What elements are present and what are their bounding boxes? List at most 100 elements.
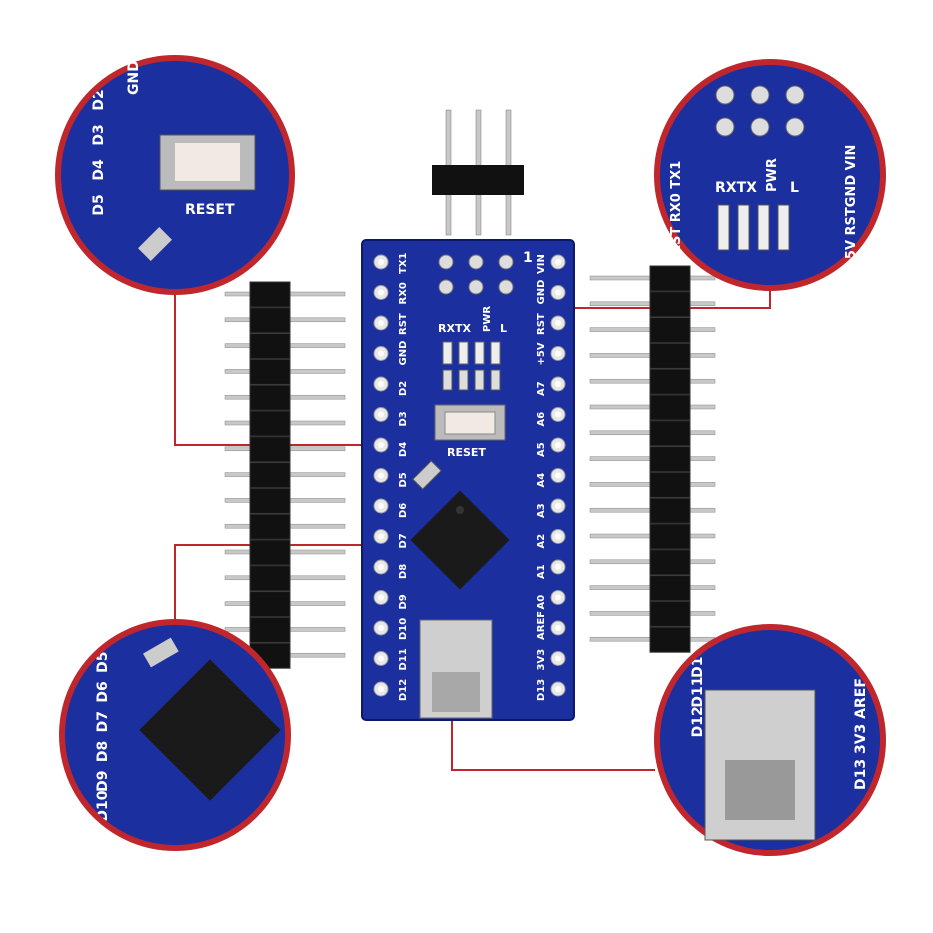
icsp-pad [715,85,735,105]
resistor [458,369,469,391]
detail-label: D11 [690,676,706,707]
header-block [649,291,691,318]
header-block [249,307,291,334]
header-block [649,317,691,344]
header-block [649,549,691,576]
header-block [649,626,691,653]
right-pin-label: A3 [536,503,547,518]
header-block [249,616,291,643]
detail-label: D7 [95,711,111,732]
crystal [412,460,442,490]
header-block [249,358,291,385]
right-pin-label: +5V [536,342,547,365]
icsp-pad [468,279,484,295]
pin-hole [378,472,384,479]
left-pin-label: RST [398,313,409,335]
detail-label: RXTX [715,180,757,196]
pin-hole [555,350,561,357]
header-block [249,462,291,489]
pin-hole [555,320,561,326]
pin-hole [555,289,561,296]
header-block [649,368,691,395]
header-block [249,591,291,618]
left-pin-label: D6 [398,503,409,518]
pin-hole [555,564,561,570]
led-label-l: L [500,322,507,335]
pin-hole [555,625,561,631]
pin-hole [378,655,384,662]
pin-hole [555,259,561,265]
resistor [474,369,485,391]
led [717,204,730,251]
header-number: 1 [523,250,533,266]
led [458,341,469,365]
led [757,204,770,251]
header-block [249,384,291,411]
detail-label: D12 [690,706,706,737]
detail-ring [59,619,291,851]
icsp-pad [785,117,805,137]
pin-hole [378,289,384,296]
header-block [649,394,691,421]
left-pin-label: D2 [398,381,409,396]
right-pin-label: A5 [536,442,547,457]
crystal [143,637,179,668]
detail-ring [55,55,295,295]
led [737,204,750,251]
detail-label: D5 [95,651,111,672]
right-pin-label: VIN [536,254,547,274]
pin-hole [378,564,384,570]
header-block [649,342,691,369]
pin-hole [555,655,561,662]
detail-label: D6 [95,681,111,702]
left-pin-label: D5 [398,472,409,487]
pin-hole [378,442,384,448]
left-pin-label: GND [398,341,409,366]
icsp-pad [438,279,454,295]
pin-hole [378,350,384,357]
left-pin-label: RX0 [398,282,409,304]
led [777,204,790,251]
left-pin-label: TX1 [398,252,409,274]
left-pin-label: D10 [398,618,409,640]
detail-label: GND [126,60,142,95]
reset-button-cap [444,411,496,435]
pin-headers [224,109,716,669]
led [490,341,501,365]
pcb [361,239,575,721]
header-block [249,487,291,514]
detail-ring [654,624,886,856]
pin-hole [555,381,561,387]
right-pin-label: A6 [536,412,547,427]
icsp-pad [498,254,514,270]
left-pin-label: D9 [398,594,409,609]
header-block [249,565,291,592]
detail-background [657,62,883,288]
icsp-pad [750,85,770,105]
crystal [138,227,172,261]
led-label-pwr: PWR [482,306,493,332]
icsp-pad [750,117,770,137]
detail-label: D13 3V3 AREF [853,678,869,790]
detail-label: D5 [91,194,107,215]
left-pin-label: D12 [398,679,409,701]
header-block [249,513,291,540]
pin-hole [378,320,384,326]
top-header-block [432,165,524,195]
header-block [649,575,691,602]
left-pin-label: D3 [398,411,409,426]
detail-label: D10 [95,790,111,821]
pin-hole [378,625,384,631]
icsp-pad [498,279,514,295]
pin-hole [378,381,384,387]
right-pin-label: AREF [536,611,547,640]
usb-port [725,760,795,820]
pin-hole [555,594,561,601]
right-pin-label: A1 [536,564,547,579]
reset-label: RESET [447,446,486,459]
reset-label: RESET [185,202,235,218]
